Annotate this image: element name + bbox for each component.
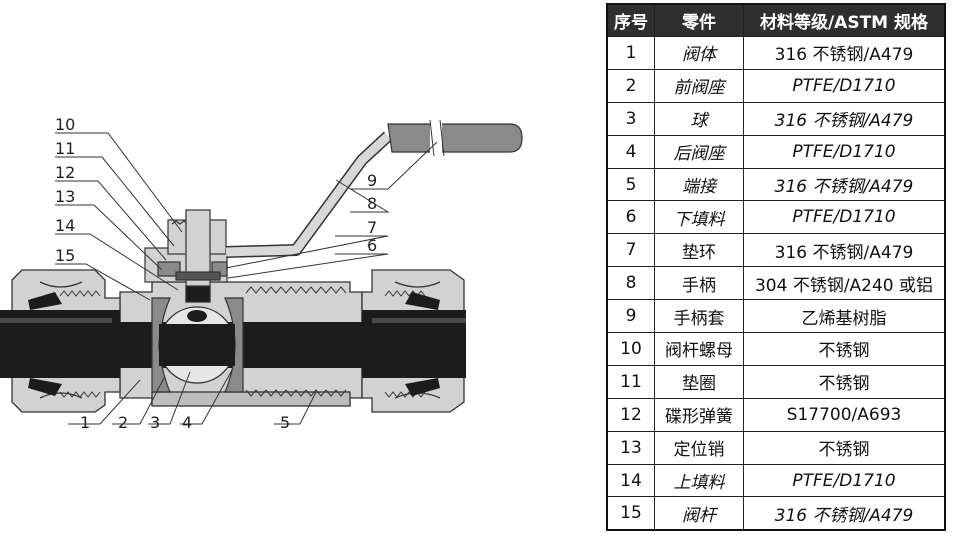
row-part: 阀杆螺母	[654, 332, 744, 366]
row-material: S17700/A693	[743, 397, 946, 432]
ball-valve-cross-section-diagram: 10 11 12 13 14 15 9 8 7 6 1 2 3 4 5	[0, 115, 523, 432]
row-no: 12	[606, 397, 655, 432]
row-part: 阀杆	[654, 496, 744, 531]
callout-6: 6	[367, 236, 377, 255]
callout-10: 10	[55, 115, 75, 134]
row-part: 下填料	[654, 200, 744, 235]
row-material: 不锈钢	[743, 430, 946, 465]
callout-labels: 10 11 12 13 14 15 9 8 7 6 1 2 3 4 5	[55, 115, 377, 432]
ferrules	[28, 292, 440, 396]
row-no: 4	[606, 134, 655, 169]
row-part: 手柄	[654, 266, 744, 301]
end-connection-threads	[59, 286, 426, 398]
row-part: 阀体	[654, 36, 744, 70]
row-no: 2	[606, 68, 655, 103]
row-no: 7	[606, 233, 655, 268]
callout-14: 14	[55, 216, 75, 235]
callout-12: 12	[55, 163, 75, 182]
callout-3: 3	[150, 413, 160, 432]
row-no: 8	[606, 266, 655, 301]
row-part: 上填料	[654, 463, 744, 498]
row-part: 后阀座	[654, 134, 744, 169]
row-material: PTFE/D1710	[743, 200, 946, 235]
row-material: 不锈钢	[743, 332, 946, 366]
callout-11: 11	[55, 139, 75, 158]
row-no: 14	[606, 463, 655, 498]
row-material: 乙烯基树脂	[743, 299, 946, 334]
callout-9: 9	[367, 171, 377, 190]
row-material: 316 不锈钢/A479	[743, 233, 946, 268]
row-no: 9	[606, 299, 655, 334]
callout-2: 2	[118, 413, 128, 432]
callout-4: 4	[182, 413, 192, 432]
callout-5: 5	[280, 413, 290, 432]
row-part: 垫圈	[654, 364, 744, 399]
stem-assembly	[144, 209, 228, 303]
row-part: 端接	[654, 167, 744, 202]
table-header-row: 序号 零件 材料等级/ASTM 规格	[606, 3, 946, 37]
row-no: 3	[606, 101, 655, 136]
row-no: 6	[606, 200, 655, 235]
row-no: 5	[606, 167, 655, 202]
row-material: 316 不锈钢/A479	[743, 167, 946, 202]
row-part: 手柄套	[654, 299, 744, 334]
callout-1: 1	[80, 413, 90, 432]
row-part: 前阀座	[654, 68, 744, 103]
row-part: 球	[654, 101, 744, 136]
row-part: 碟形弹簧	[654, 397, 744, 432]
row-no: 15	[606, 496, 655, 531]
header-material: 材料等级/ASTM 规格	[743, 3, 946, 37]
row-material: PTFE/D1710	[743, 68, 946, 103]
row-part: 定位销	[654, 430, 744, 465]
row-material: 316 不锈钢/A479	[743, 496, 946, 531]
handle-sleeve	[387, 123, 523, 153]
row-no: 13	[606, 430, 655, 465]
row-no: 1	[606, 36, 655, 70]
row-material: 304 不锈钢/A240 或铝	[743, 266, 946, 301]
callout-13: 13	[55, 187, 75, 206]
callout-8: 8	[367, 194, 377, 213]
callout-15: 15	[55, 246, 75, 265]
row-material: PTFE/D1710	[743, 134, 946, 169]
callout-7: 7	[367, 218, 377, 237]
row-material: PTFE/D1710	[743, 463, 946, 498]
header-no: 序号	[606, 3, 655, 37]
row-material: 316 不锈钢/A479	[743, 36, 946, 70]
row-material: 不锈钢	[743, 364, 946, 399]
row-material: 316 不锈钢/A479	[743, 101, 946, 136]
leader-lines	[55, 132, 438, 425]
handle	[225, 119, 523, 258]
header-part: 零件	[654, 3, 744, 37]
ball	[158, 306, 236, 384]
row-no: 11	[606, 364, 655, 399]
row-no: 10	[606, 332, 655, 366]
row-part: 垫环	[654, 233, 744, 268]
